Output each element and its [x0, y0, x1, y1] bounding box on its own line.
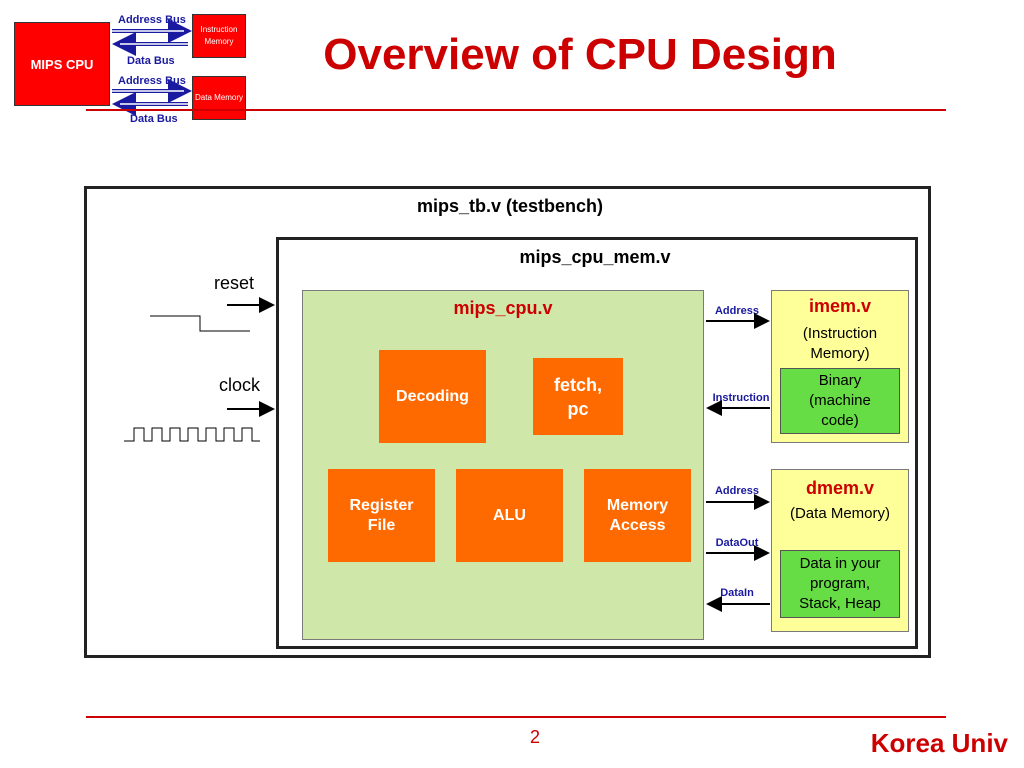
footer-brand: Korea Univ [870, 728, 1008, 758]
fetch-pc-block: fetch, pc [533, 358, 623, 435]
alu-block: ALU [456, 469, 563, 562]
mini-cpu-box: MIPS CPU [14, 22, 110, 106]
reset-label: reset [214, 273, 255, 293]
decoding-label: Decoding [396, 387, 469, 405]
clock-label: clock [219, 375, 261, 395]
clock-waveform [124, 427, 260, 442]
imem-content: Binary (machine code) [780, 368, 900, 434]
memory-access-label: Memory Access [606, 496, 669, 534]
testbench-label: mips_tb.v (testbench) [416, 196, 604, 216]
mini-data-bus-2-label: Data Bus [130, 113, 178, 125]
mini-cpu-label: MIPS CPU [30, 56, 94, 72]
dmem-dataout-label: DataOut [715, 537, 759, 549]
page-title: Overview of CPU Design [323, 30, 837, 79]
imem-instruction-label: Instruction [712, 392, 770, 404]
decoding-block: Decoding [379, 350, 486, 443]
imem-content-label: Binary (machine code) [809, 372, 871, 429]
imem-address-label: Address [714, 305, 760, 317]
dmem-address-label: Address [714, 485, 760, 497]
reset-waveform [150, 315, 250, 332]
cpu-title: mips_cpu.v [453, 298, 553, 318]
memory-access-block: Memory Access [584, 469, 691, 562]
dmem-subtitle: (Data Memory) [789, 505, 890, 522]
dmem-content-label: Data in your program, Stack, Heap [799, 555, 881, 612]
mini-dmem-box: Data Memory [192, 76, 246, 120]
page-number: 2 [529, 727, 540, 747]
mini-dmem-label: Data Memory [195, 93, 244, 102]
cpu-module [302, 290, 704, 640]
register-file-block: Register File [328, 469, 435, 562]
imem-title: imem.v [808, 296, 872, 316]
mini-imem-label: Instruction Memory [200, 25, 238, 46]
dmem-content: Data in your program, Stack, Heap [780, 550, 900, 618]
dmem-datain-label: DataIn [720, 587, 754, 599]
mini-data-bus-1-label: Data Bus [127, 55, 175, 67]
register-file-label: Register File [349, 496, 414, 534]
footer-divider [86, 716, 946, 718]
alu-label: ALU [493, 506, 526, 524]
mini-bus-arrows [112, 19, 192, 116]
fetch-pc-label: fetch, pc [553, 374, 602, 419]
header-divider [86, 109, 946, 111]
dmem-title: dmem.v [805, 478, 875, 498]
imem-subtitle: (Instruction Memory) [802, 325, 878, 362]
mini-imem-box: Instruction Memory [192, 14, 246, 58]
cpu-mem-label: mips_cpu_mem.v [519, 247, 671, 267]
